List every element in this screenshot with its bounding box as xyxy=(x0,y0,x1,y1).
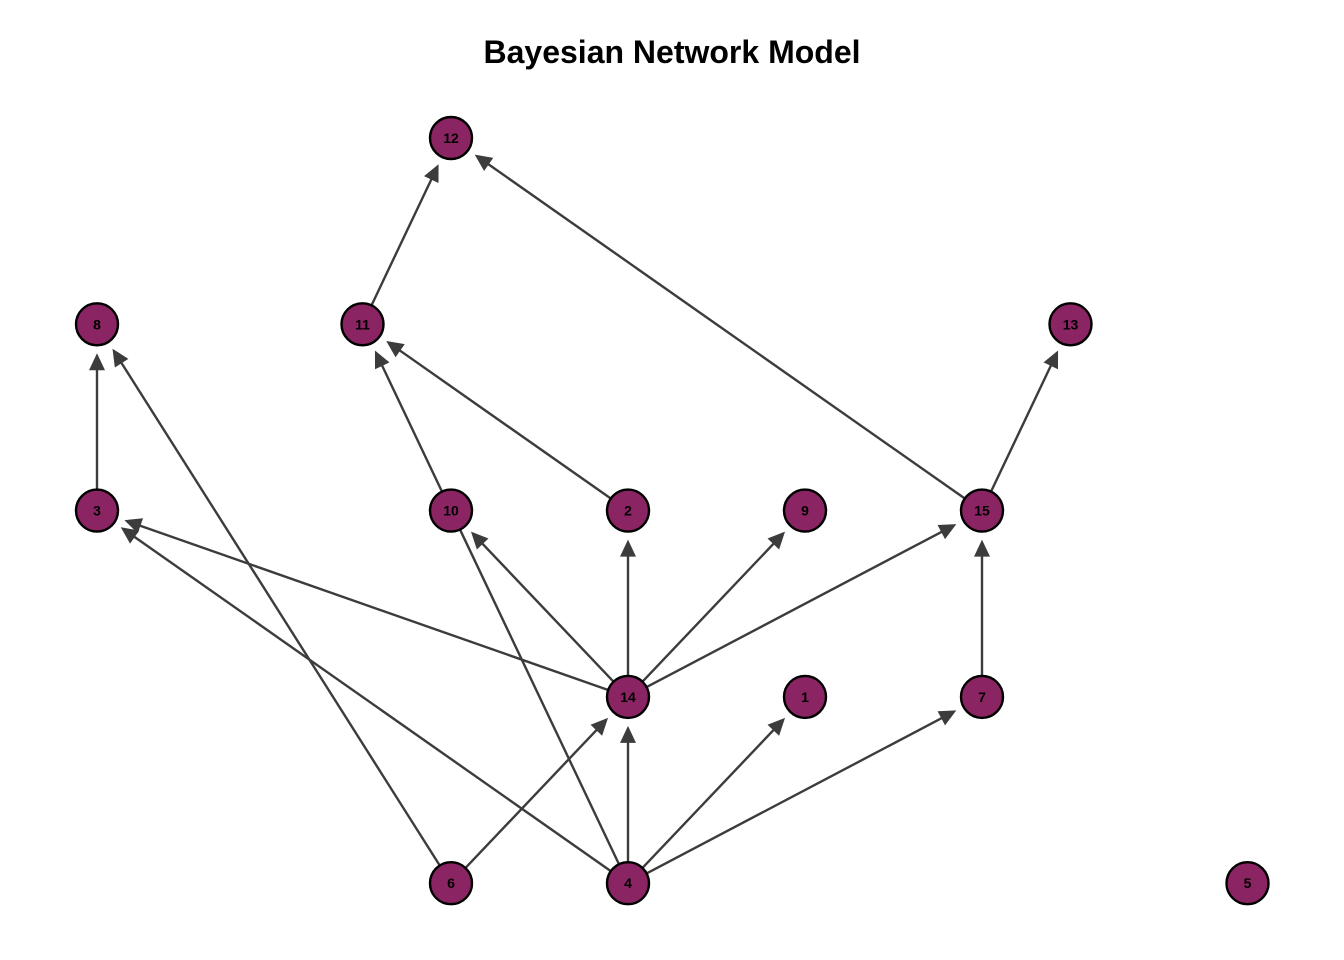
node-circle xyxy=(74,302,120,347)
edge-line xyxy=(482,159,966,500)
node-9: 9 xyxy=(782,488,828,533)
edge-line xyxy=(128,532,612,873)
edge-line xyxy=(641,724,780,869)
edge-line xyxy=(370,172,436,306)
edge-line xyxy=(989,359,1055,493)
node-circle xyxy=(74,488,120,533)
node-label: 12 xyxy=(443,130,459,146)
node-7: 7 xyxy=(959,674,1005,720)
node-label: 3 xyxy=(93,503,101,519)
edge-6-8 xyxy=(112,348,441,867)
edge-line xyxy=(646,714,949,875)
node-circle xyxy=(959,488,1005,533)
edge-line xyxy=(641,538,780,683)
node-14: 14 xyxy=(605,674,651,720)
node-2: 2 xyxy=(605,488,651,533)
node-label: 6 xyxy=(447,875,455,891)
node-label: 15 xyxy=(974,503,990,519)
node-label: 4 xyxy=(624,875,632,891)
node-10: 10 xyxy=(428,488,474,533)
node-1: 1 xyxy=(782,674,828,720)
edge-15-12 xyxy=(474,154,966,500)
node-label: 11 xyxy=(355,316,370,332)
arrowhead-icon xyxy=(474,154,494,171)
edge-14-9 xyxy=(641,531,786,683)
arrowhead-icon xyxy=(767,531,786,550)
arrowhead-icon xyxy=(424,164,439,183)
edge-2-11 xyxy=(386,340,612,500)
node-label: 5 xyxy=(1244,875,1252,891)
node-11: 11 xyxy=(340,302,385,347)
edge-line xyxy=(476,538,615,683)
arrowhead-icon xyxy=(974,539,990,557)
node-circle xyxy=(1225,861,1270,906)
node-label: 9 xyxy=(801,503,809,519)
edge-3-8 xyxy=(89,353,105,490)
arrowhead-icon xyxy=(1043,350,1059,370)
arrowhead-icon xyxy=(590,717,609,736)
edge-4-1 xyxy=(641,717,786,869)
node-label: 8 xyxy=(93,316,101,332)
edge-15-13 xyxy=(989,350,1059,493)
node-6: 6 xyxy=(428,861,474,906)
node-13: 13 xyxy=(1048,302,1093,347)
edge-line xyxy=(646,527,949,689)
node-3: 3 xyxy=(74,488,120,533)
node-circle xyxy=(428,115,474,161)
node-circle xyxy=(428,488,474,533)
node-label: 1 xyxy=(801,689,809,705)
node-label: 10 xyxy=(443,503,459,519)
arrowhead-icon xyxy=(937,524,957,540)
arrowhead-icon xyxy=(112,348,129,368)
edge-14-3 xyxy=(124,518,609,692)
node-12: 12 xyxy=(428,115,474,161)
node-circle xyxy=(782,488,828,533)
node-label: 2 xyxy=(624,503,632,519)
edge-11-12 xyxy=(370,164,439,306)
node-label: 7 xyxy=(978,689,986,705)
node-circle xyxy=(782,674,828,720)
arrowhead-icon xyxy=(620,539,636,557)
node-circle xyxy=(959,674,1005,720)
node-circle xyxy=(1048,302,1093,347)
arrowhead-icon xyxy=(767,717,786,736)
node-5: 5 xyxy=(1225,861,1270,906)
node-circle xyxy=(428,861,474,906)
node-8: 8 xyxy=(74,302,120,347)
edge-4-14 xyxy=(620,725,636,863)
arrowhead-icon xyxy=(89,353,105,371)
node-label: 13 xyxy=(1063,316,1079,332)
edge-4-3 xyxy=(120,527,612,873)
arrowhead-icon xyxy=(620,725,636,743)
node-circle xyxy=(605,674,651,720)
edge-line xyxy=(133,522,609,692)
node-4: 4 xyxy=(605,861,651,906)
edge-line xyxy=(393,345,612,500)
node-circle xyxy=(605,861,651,906)
edge-10-11 xyxy=(374,350,444,493)
edge-7-15 xyxy=(974,539,990,676)
edge-14-2 xyxy=(620,539,636,676)
arrowhead-icon xyxy=(937,710,957,726)
edge-6-14 xyxy=(464,717,609,869)
node-15: 15 xyxy=(959,488,1005,533)
edge-line xyxy=(458,529,621,865)
edge-14-15 xyxy=(646,524,957,689)
node-circle xyxy=(340,302,385,347)
edge-line xyxy=(464,724,603,869)
node-circle xyxy=(605,488,651,533)
edge-line xyxy=(378,359,444,493)
edge-14-10 xyxy=(470,531,615,683)
edge-4-7 xyxy=(646,710,957,875)
arrowhead-icon xyxy=(386,340,405,358)
arrowhead-icon xyxy=(470,531,489,550)
arrowhead-icon xyxy=(124,518,144,534)
arrowhead-icon xyxy=(374,350,390,370)
arrowhead-icon xyxy=(120,527,140,544)
edge-4-10 xyxy=(458,529,621,865)
node-label: 14 xyxy=(620,689,636,705)
edge-line xyxy=(116,356,441,867)
diagram-title: Bayesian Network Model xyxy=(483,34,861,70)
